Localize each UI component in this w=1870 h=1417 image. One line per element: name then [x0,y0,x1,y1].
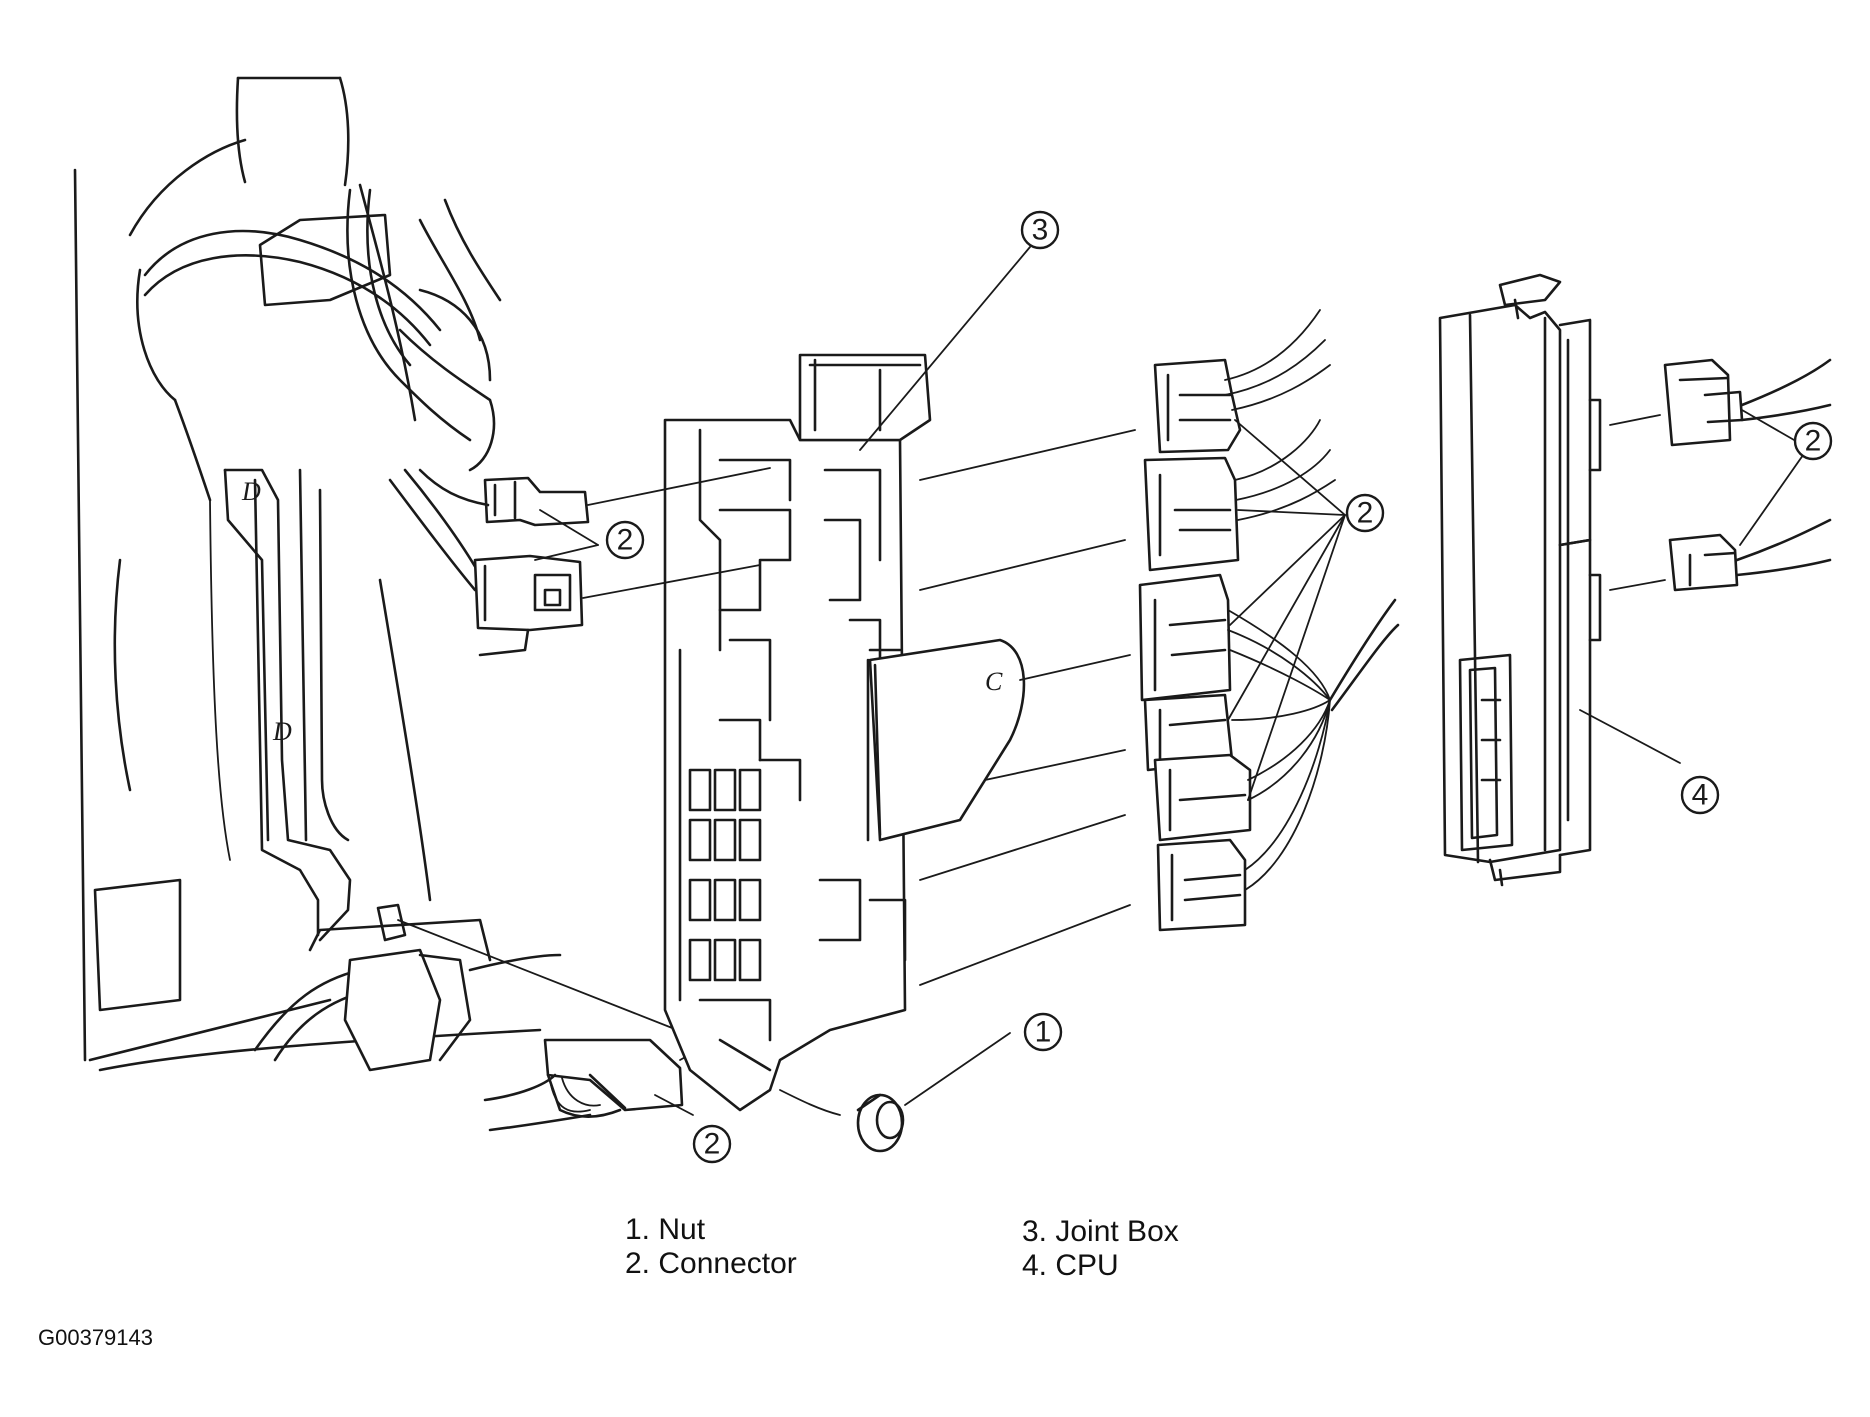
legend-item-connector: 2. Connector [625,1247,797,1280]
part-mark-bracket-joint-box: C [985,667,1003,696]
connector-upper-right [1663,358,1832,447]
svg-text:3: 3 [1032,214,1049,247]
callout-1-nut: 1 [1023,1012,1063,1052]
svg-text:4: 4 [1692,779,1709,812]
callout-2-center-connectors: 2 [1345,493,1385,533]
svg-text:2: 2 [617,524,634,557]
svg-text:2: 2 [1805,425,1822,458]
exploded-leaders-left [582,467,771,599]
connector-upper-left [418,468,590,527]
wire-harness-center [1224,309,1400,891]
joint-box [663,353,1026,1116]
wire-harness-left [143,188,496,592]
exploded-leaders-center [919,429,1136,986]
svg-text:2: 2 [704,1128,721,1161]
svg-text:2: 2 [1357,497,1374,530]
callout-3-joint-box: 3 [1020,210,1060,250]
legend-item-cpu: 4. CPU [1022,1249,1119,1282]
callout-2-bottom-connector: 2 [692,1124,732,1164]
part-mark-bracket-upper: D [241,477,261,506]
callout-4-cpu: 4 [1680,775,1720,815]
connector-stack-center [1138,358,1252,932]
legend-item-nut: 1. Nut [625,1213,706,1246]
legend-right: 3. Joint Box 4. CPU [1022,1215,1179,1283]
callout-2-left-connectors: 2 [605,520,645,560]
nut [856,1093,905,1153]
callout-2-right-connectors: 2 [1793,421,1833,461]
wire-harness-lower [253,903,691,1072]
cpu-module [1438,273,1602,887]
part-mark-bracket-lower: D [272,717,292,746]
callout-fan-center [1227,419,1346,801]
mounting-bracket [209,468,492,962]
legend-left: 1. Nut 2. Connector [625,1213,797,1281]
connector-mid-left [473,554,584,657]
legend-item-joint-box: 3. Joint Box [1022,1215,1179,1248]
svg-text:1: 1 [1035,1016,1052,1049]
fuse-slots [688,768,762,982]
callout-leaders [534,246,1681,1116]
connector-lower-right [1668,518,1832,592]
figure-id: G00379143 [38,1325,153,1350]
